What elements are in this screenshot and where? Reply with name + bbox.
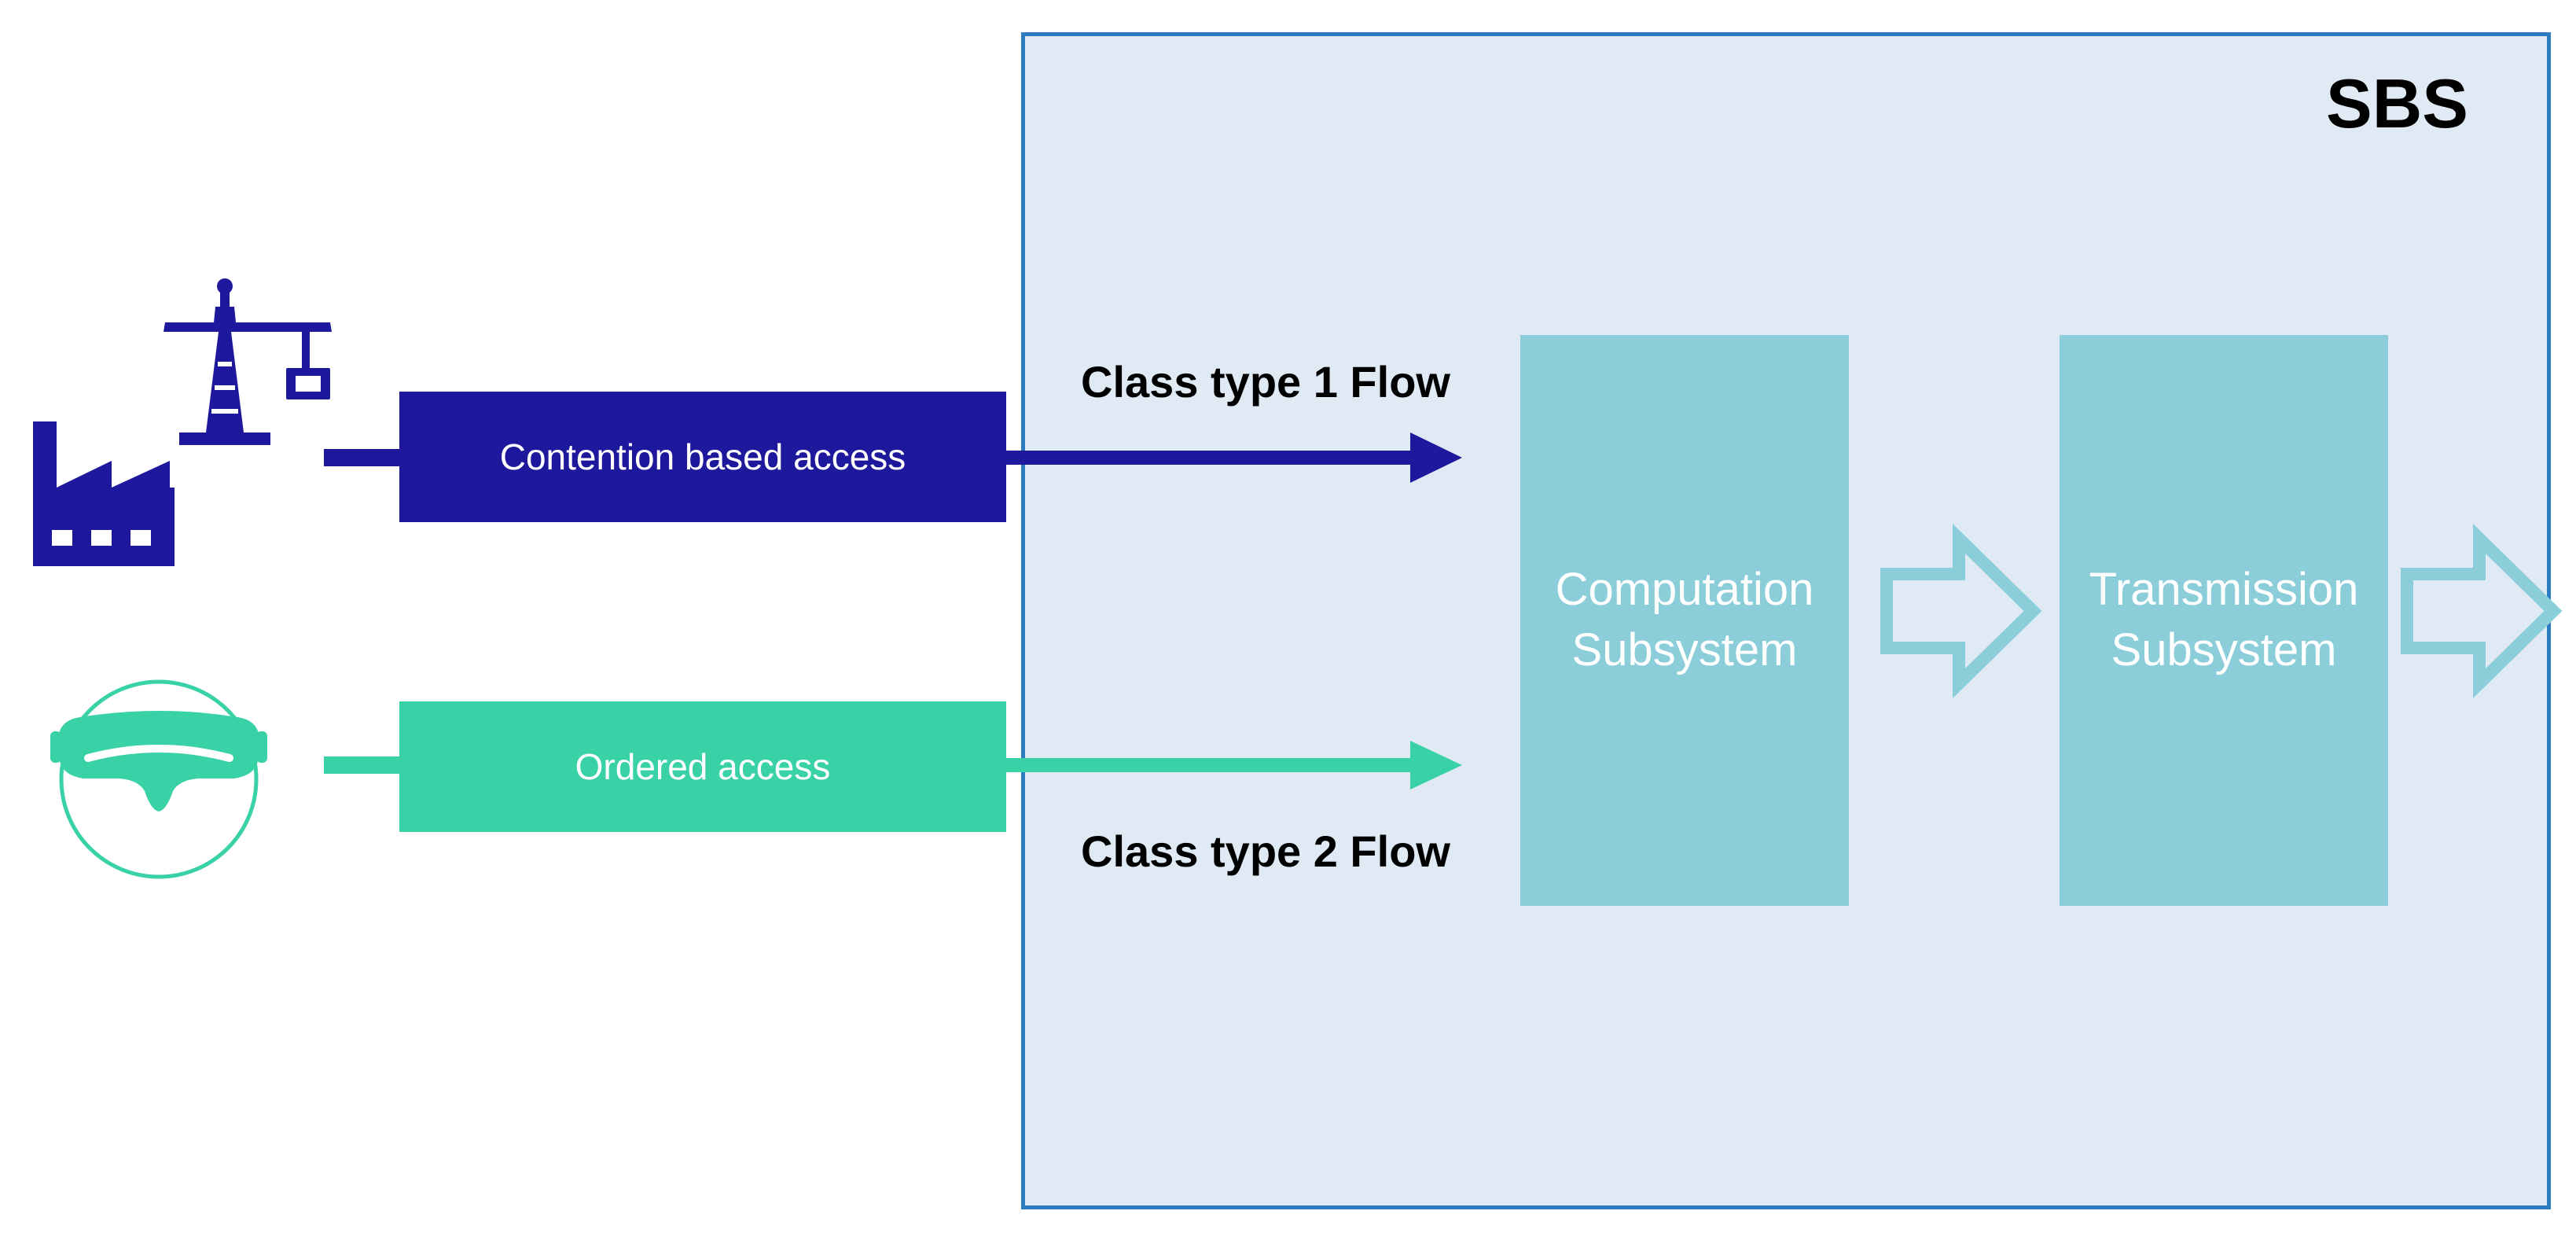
vr-headset-icon	[50, 679, 267, 879]
class1-arrowhead	[1410, 432, 1462, 483]
transmission-subsystem: Transmission Subsystem	[2060, 335, 2388, 906]
computation-subsystem: Computation Subsystem	[1520, 335, 1849, 906]
computation-subsystem-line1: Computation	[1555, 564, 1814, 616]
hollow-output-arrow-icon	[2401, 523, 2563, 699]
sbs-label: SBS	[2326, 64, 2468, 142]
contention-access-label: Contention based access	[499, 436, 906, 477]
class2-arrowhead	[1410, 741, 1462, 789]
transmission-subsystem-line1: Transmission	[2089, 564, 2359, 616]
class1-input-line	[324, 449, 402, 466]
class2-flow-label: Class type 2 Flow	[1081, 826, 1450, 876]
ordered-access-label: Ordered access	[575, 746, 831, 787]
class2-flow-line	[1005, 758, 1413, 772]
class2-input-line	[324, 756, 402, 774]
class1-flow-label: Class type 1 Flow	[1081, 357, 1450, 407]
contention-access-box: Contention based access	[399, 392, 1006, 522]
ordered-access-box: Ordered access	[399, 701, 1006, 832]
computation-subsystem-line2: Subsystem	[1571, 624, 1798, 675]
hollow-arrow-icon	[1880, 523, 2042, 699]
transmission-subsystem-line2: Subsystem	[2111, 624, 2337, 675]
class1-flow-line	[1005, 451, 1413, 465]
factory-crane-icon	[33, 278, 332, 566]
